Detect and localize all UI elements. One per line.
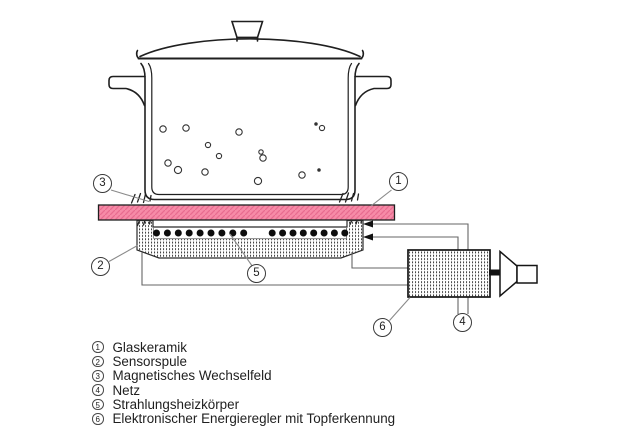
callout-heizkoerper: 5 <box>247 264 266 283</box>
pot-wall-inner <box>147 62 353 196</box>
lid-knob-base <box>236 36 259 42</box>
knob-shaft <box>489 269 500 276</box>
pot-lid <box>135 20 365 60</box>
circuit-wires <box>141 223 469 314</box>
legend-item: 5 Strahlungsheizkörper <box>92 397 395 413</box>
knob-grip <box>516 264 538 284</box>
legend-number-badge: 2 <box>92 355 104 368</box>
arrow-left-icon <box>363 233 373 241</box>
legend-number-badge: 4 <box>92 384 104 396</box>
knob-cone <box>499 249 518 298</box>
legend-number-badge: 6 <box>92 413 104 425</box>
heater-coil-dots <box>153 229 349 237</box>
wire-heater-left-to-box <box>141 252 408 286</box>
heater-body <box>136 219 364 259</box>
arrow-left-icon <box>363 220 373 228</box>
radiant-heater <box>136 219 364 259</box>
callout-wechselfeld: 3 <box>93 174 112 193</box>
legend-number-badge: 5 <box>92 398 104 411</box>
legend-item: 6 Elektronischer Energieregler mit Topfe… <box>92 411 396 427</box>
legend-label: Glaskeramik <box>112 339 187 355</box>
legend-label: Elektronischer Energieregler mit Topferk… <box>112 411 396 427</box>
arrow-left-icons <box>363 220 373 241</box>
callout-leader-lines <box>108 189 411 321</box>
glass-ceramic-layer <box>97 204 396 221</box>
lid-rim-curl-left <box>135 49 140 60</box>
lid-knob-icon <box>230 20 264 39</box>
legend-number-badge: 1 <box>92 341 104 353</box>
wire-heater-right-to-box <box>351 252 408 269</box>
wire-feed-upper <box>368 223 469 250</box>
callout-sensorspule: 2 <box>91 257 110 276</box>
callout-glaskeramik: 1 <box>389 172 408 191</box>
heater-coil-recess <box>154 228 346 239</box>
cooking-pot <box>108 62 392 201</box>
pot-handle-left <box>108 75 146 107</box>
legend-label: Magnetisches Wechselfeld <box>112 368 272 384</box>
pot-handle-right <box>354 75 392 107</box>
water-bubbles <box>159 122 326 186</box>
legend: 1 Glaskeramik 2 Sensorspule 3 Magnetisch… <box>92 340 395 426</box>
legend-label: Netz <box>112 382 141 398</box>
legend-label: Strahlungsheizkörper <box>112 397 240 413</box>
legend-item: 1 Glaskeramik <box>92 339 395 355</box>
controller-box <box>407 249 538 298</box>
wire-feed-lower <box>368 236 459 250</box>
lid-rim-curl-right <box>360 49 365 60</box>
legend-number-badge: 3 <box>92 370 104 382</box>
pot-wall-outer <box>140 62 360 201</box>
legend-label: Sensorspule <box>112 354 187 370</box>
callout-netz: 4 <box>453 313 472 332</box>
legend-item: 2 Sensorspule <box>92 354 395 370</box>
legend-item: 3 Magnetisches Wechselfeld <box>92 368 395 384</box>
lid-dome <box>139 38 361 58</box>
legend-item: 4 Netz <box>92 382 395 398</box>
callout-energieregler: 6 <box>373 318 392 337</box>
